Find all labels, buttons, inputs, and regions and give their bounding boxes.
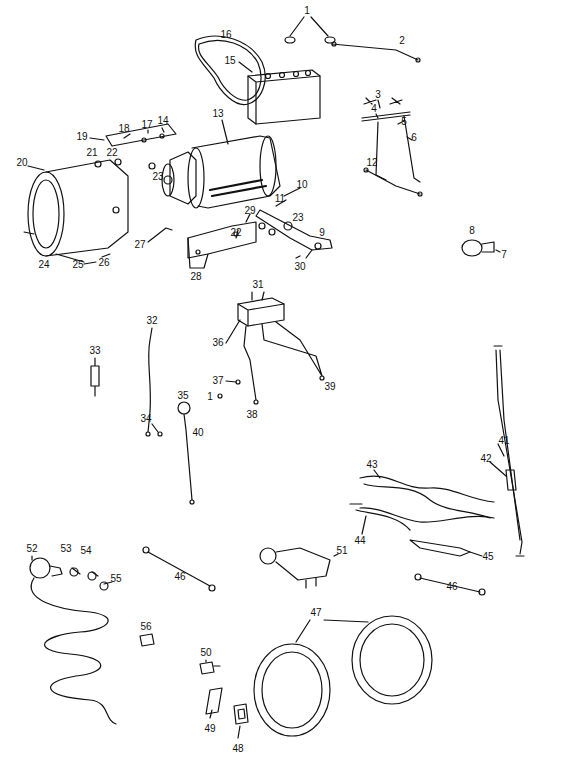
callout-number: 52 — [25, 543, 38, 554]
callout-number: 25 — [71, 259, 84, 270]
callout-number: 49 — [203, 723, 216, 734]
callout-number: 2 — [398, 35, 406, 46]
callout-number: 8 — [468, 225, 476, 236]
callout-number: 46 — [173, 571, 186, 582]
callout-number: 46 — [445, 581, 458, 592]
callout-number: 36 — [211, 337, 224, 348]
callout-number: 28 — [189, 271, 202, 282]
callout-number: 7 — [500, 249, 508, 260]
callout-number: 15 — [223, 55, 236, 66]
callout-number: 30 — [293, 261, 306, 272]
callout-number: 12 — [365, 157, 378, 168]
callout-number: 53 — [59, 543, 72, 554]
callout-number: 55 — [109, 573, 122, 584]
callout-number: 6 — [410, 132, 418, 143]
callout-number: 11 — [274, 193, 286, 204]
callout-number: 1 — [206, 391, 214, 402]
callout-number: 22 — [105, 147, 118, 158]
callout-number: 43 — [365, 459, 378, 470]
callout-number: 17 — [140, 119, 153, 130]
callout-number: 13 — [211, 108, 224, 119]
callout-number: 27 — [133, 239, 146, 250]
callout-number: 26 — [97, 257, 110, 268]
callout-number: 37 — [211, 375, 224, 386]
callout-number: 45 — [481, 551, 494, 562]
callout-number: 47 — [309, 607, 322, 618]
callout-number: 24 — [37, 259, 50, 270]
callout-number: 19 — [75, 131, 88, 142]
callout-number: 29 — [243, 205, 256, 216]
callout-number: 51 — [335, 545, 348, 556]
callout-number: 23 — [151, 171, 164, 182]
callout-number: 18 — [117, 123, 130, 134]
callout-number: 54 — [79, 545, 92, 556]
callout-number: 40 — [191, 427, 204, 438]
callout-number: 22 — [229, 227, 242, 238]
callout-number: 31 — [251, 279, 264, 290]
callout-number: 14 — [156, 115, 169, 126]
callout-number: 44 — [353, 535, 366, 546]
callout-number: 5 — [400, 116, 408, 127]
callout-number: 33 — [88, 345, 101, 356]
callout-number: 16 — [219, 29, 232, 40]
callout-number: 21 — [85, 147, 98, 158]
callout-number: 3 — [374, 89, 382, 100]
callout-number: 10 — [295, 179, 308, 190]
callout-number: 42 — [479, 453, 492, 464]
callout-number: 50 — [199, 647, 212, 658]
callout-number: 32 — [145, 315, 158, 326]
callout-number: 35 — [176, 390, 189, 401]
callout-number: 9 — [318, 227, 326, 238]
callout-number: 23 — [291, 212, 304, 223]
callout-number: 48 — [231, 743, 244, 754]
callout-number: 39 — [323, 381, 336, 392]
callout-number: 1 — [303, 5, 311, 16]
callout-number: 38 — [245, 409, 258, 420]
callout-number: 41 — [497, 435, 510, 446]
callout-number: 56 — [139, 621, 152, 632]
callout-number: 34 — [139, 413, 152, 424]
callout-number: 20 — [15, 157, 28, 168]
callout-number: 4 — [370, 103, 378, 114]
